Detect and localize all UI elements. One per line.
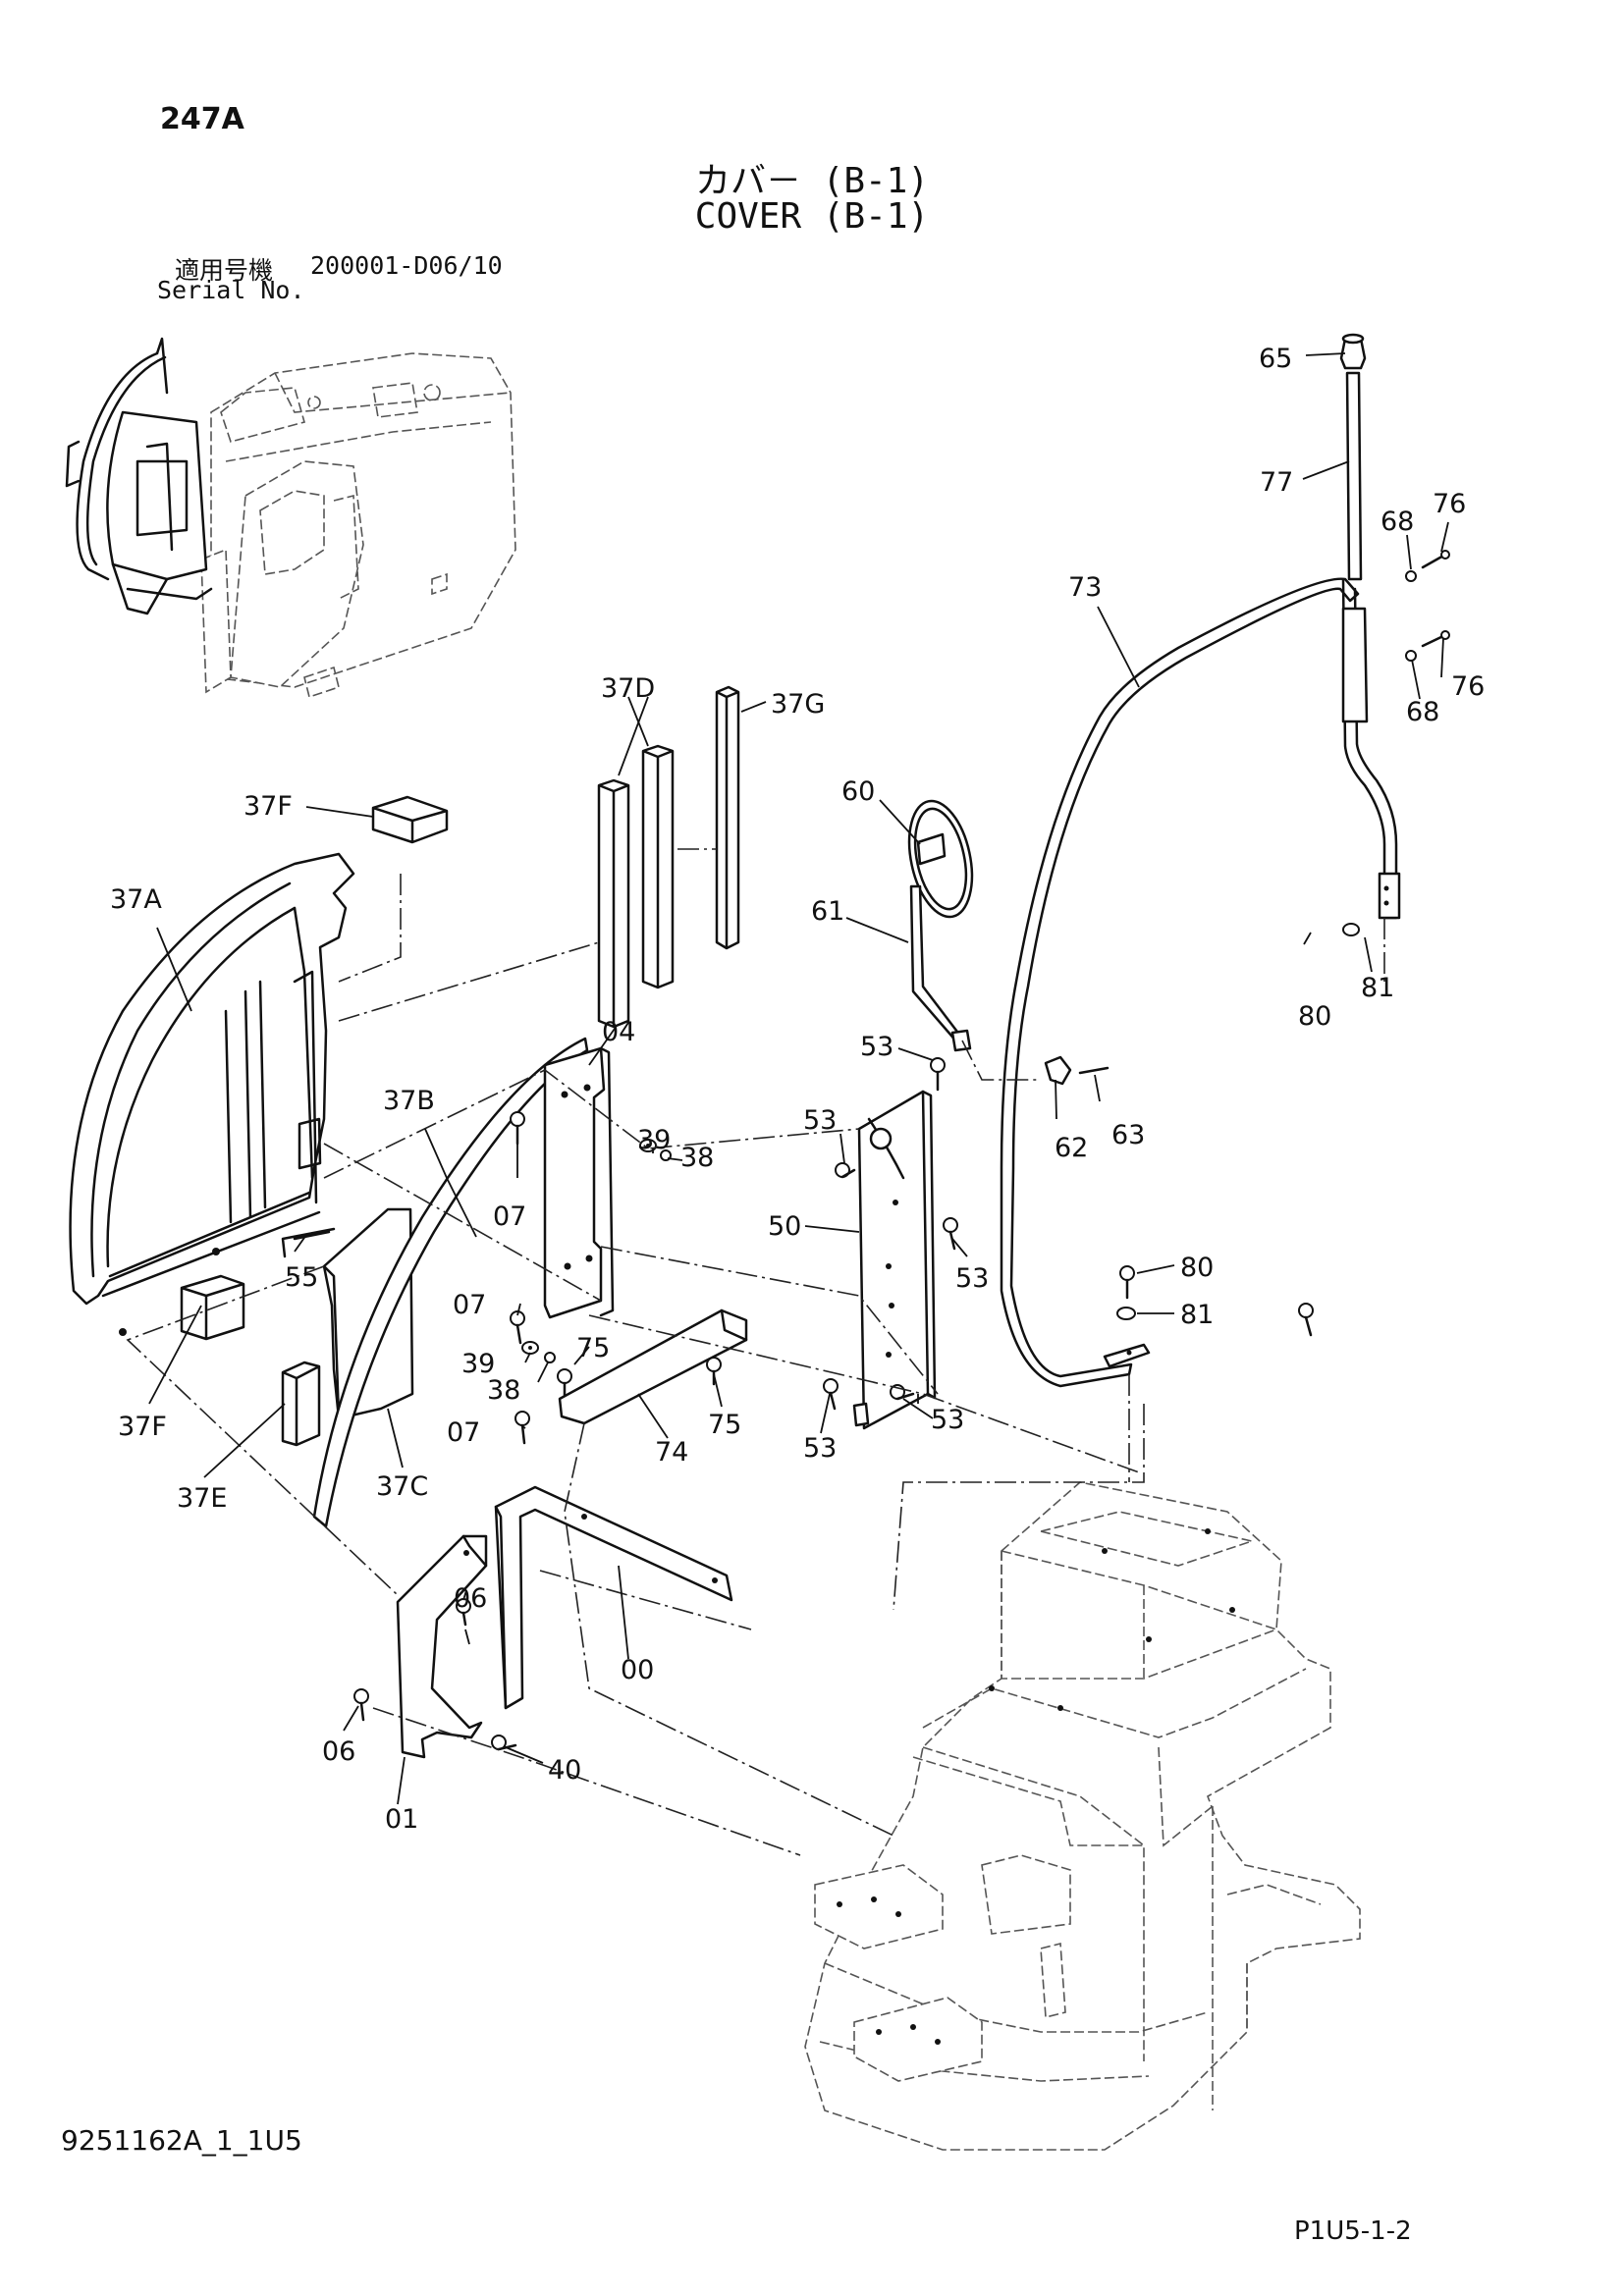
bracket-00 <box>494 1485 733 1710</box>
title-english: COVER (B-1) <box>694 196 930 237</box>
pad-37e <box>281 1361 321 1447</box>
callout-76-upper: 76 <box>1433 489 1466 519</box>
seal-37c <box>322 1207 414 1420</box>
serial-label-japanese: 適用号機 <box>175 256 274 285</box>
callout-53-top: 53 <box>860 1032 893 1062</box>
drawing-id: 9251162A_1_1U5 <box>61 2124 302 2157</box>
callout-55: 55 <box>285 1262 318 1293</box>
callout-39-lower: 39 <box>461 1349 495 1379</box>
callout-01: 01 <box>385 1804 418 1835</box>
serial-number-value: 200001-D06/10 <box>310 251 503 280</box>
page-number: 247A <box>160 102 244 136</box>
callout-37f-bottom: 37F <box>118 1412 167 1442</box>
callout-37e: 37E <box>177 1483 227 1514</box>
callout-53-right: 53 <box>955 1263 989 1294</box>
machine-base-outline <box>804 1481 1361 2151</box>
callout-37f-top: 37F <box>244 791 293 822</box>
callout-37c: 37C <box>376 1471 428 1502</box>
callout-53-left: 53 <box>803 1105 837 1136</box>
bolt-63 <box>1078 1066 1110 1075</box>
callout-68-lower: 68 <box>1406 697 1439 727</box>
leader-lines <box>148 352 1449 1805</box>
callout-62: 62 <box>1055 1133 1088 1163</box>
assembly-reference-lines <box>126 848 1385 1856</box>
callout-00: 00 <box>621 1655 654 1685</box>
excavator-overview-illustration <box>65 337 516 699</box>
callout-40: 40 <box>548 1755 581 1786</box>
callout-07-upper: 07 <box>493 1201 526 1232</box>
callout-37g: 37G <box>771 689 825 720</box>
callout-04: 04 <box>602 1017 635 1047</box>
cover-37a <box>69 852 355 1336</box>
callout-75-lower: 75 <box>708 1410 741 1440</box>
callout-74: 74 <box>655 1437 688 1468</box>
callout-80-lower: 80 <box>1180 1253 1214 1283</box>
callout-37d: 37D <box>601 673 655 704</box>
callout-75-upper: 75 <box>576 1333 610 1363</box>
callout-07-lower: 07 <box>447 1417 480 1448</box>
callout-53-bottom-left: 53 <box>803 1433 837 1464</box>
strip-37g <box>715 685 740 950</box>
callout-61: 61 <box>811 896 844 927</box>
callout-63: 63 <box>1111 1120 1145 1150</box>
bracket-01 <box>396 1534 488 1759</box>
callout-77: 77 <box>1260 467 1293 498</box>
callout-38-upper: 38 <box>680 1143 714 1173</box>
callout-81-lower: 81 <box>1180 1300 1214 1330</box>
callout-65: 65 <box>1259 344 1292 374</box>
callout-73: 73 <box>1068 572 1102 603</box>
handrail-73 <box>1000 577 1360 1388</box>
serial-label-english: Serial No. <box>157 276 305 304</box>
plate-50 <box>857 1090 930 1430</box>
callout-81-upper: 81 <box>1361 973 1394 1003</box>
callout-labels: 65 77 68 76 73 76 68 37D 37G 60 37F 37A … <box>110 344 1485 1835</box>
callout-06-upper: 06 <box>454 1583 487 1614</box>
callout-07-middle: 07 <box>453 1290 486 1320</box>
callout-68-upper: 68 <box>1380 507 1414 537</box>
strips-37d <box>597 744 675 1029</box>
pad-37f-top <box>371 795 449 844</box>
clip-55 <box>281 1227 336 1258</box>
pipe-77 <box>1345 371 1363 581</box>
callout-38-lower: 38 <box>487 1375 520 1406</box>
callout-53-bottom-right: 53 <box>931 1405 964 1435</box>
callout-80-upper: 80 <box>1298 1001 1331 1032</box>
page-code: P1U5-1-2 <box>1294 2216 1412 2246</box>
clamp-62 <box>1044 1055 1072 1086</box>
callout-39-upper: 39 <box>637 1125 671 1155</box>
callout-50: 50 <box>768 1211 801 1242</box>
callout-37a: 37A <box>110 884 162 915</box>
callout-60: 60 <box>841 776 875 807</box>
callout-06-lower: 06 <box>322 1736 355 1767</box>
callout-37b: 37B <box>383 1086 435 1116</box>
title-japanese: カバ－ (B-1) <box>694 161 930 201</box>
bolts <box>353 1057 1314 1751</box>
bracket-04 <box>543 1046 606 1319</box>
mirror-60 <box>907 799 974 919</box>
callout-76-lower: 76 <box>1451 671 1485 702</box>
